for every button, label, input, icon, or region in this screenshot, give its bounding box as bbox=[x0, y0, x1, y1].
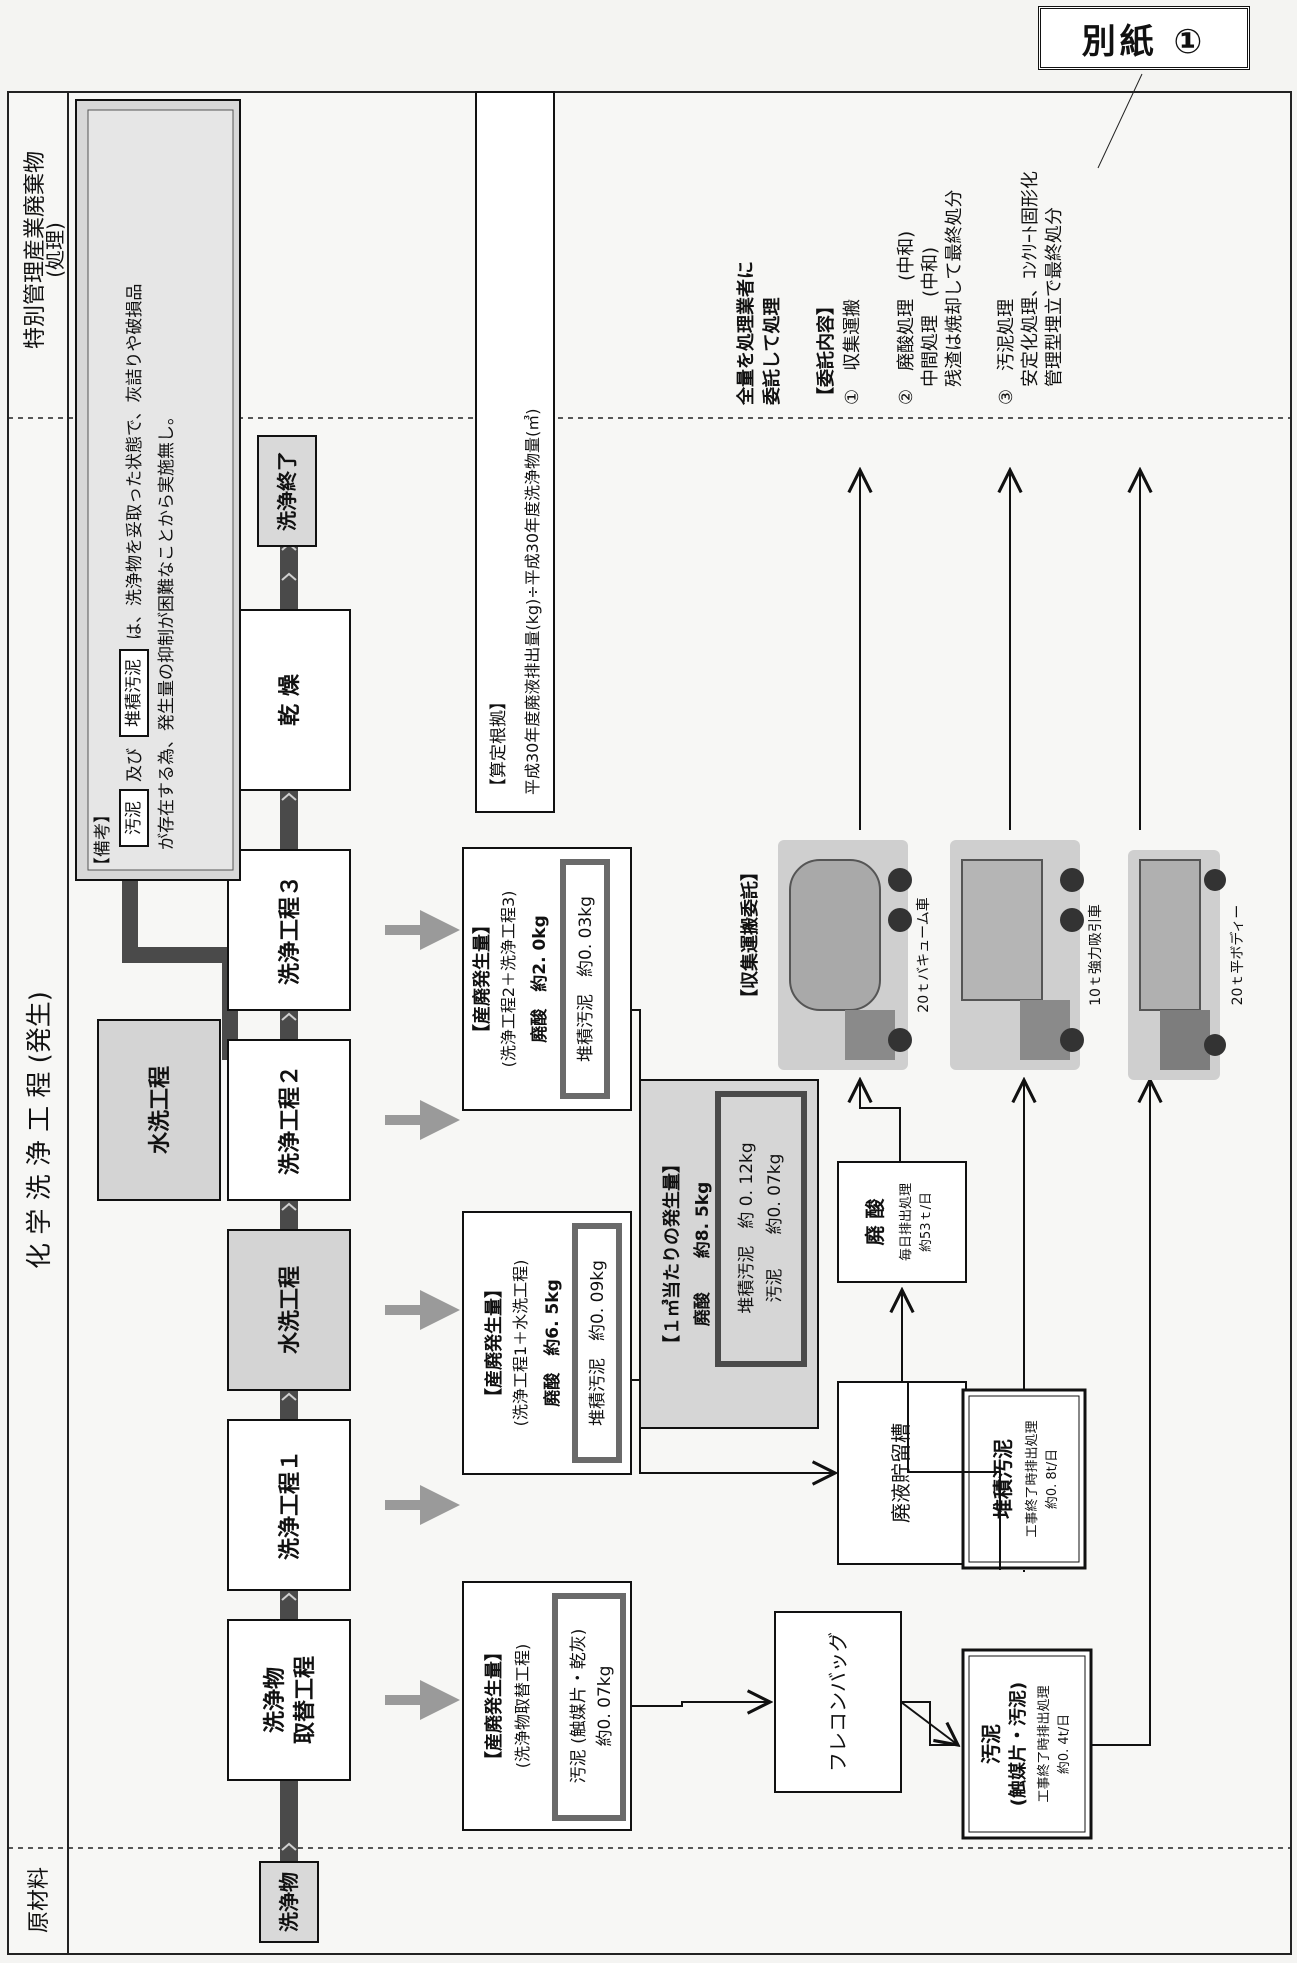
note-line2: が存在する為、発生量の抑制が困難なことから実施無し。 bbox=[157, 408, 177, 850]
step-clean2[interactable] bbox=[227, 1039, 351, 1201]
step-clean1-label: 洗浄工程１ bbox=[277, 1450, 303, 1560]
disposal-l3: 【委託内容】 bbox=[815, 297, 837, 405]
note-tag1-box bbox=[119, 789, 149, 847]
grey-arrows bbox=[385, 910, 460, 1720]
note-title: 【備考】 bbox=[93, 806, 113, 874]
acid-box-sub2: 約53ｔ/日 bbox=[919, 1192, 934, 1252]
basis-box bbox=[475, 91, 555, 813]
sludge-box-title1: 汚泥 bbox=[979, 1724, 1003, 1764]
per-m3-sludge2: 汚泥 約0. 07kg bbox=[765, 1154, 785, 1303]
step-end bbox=[257, 435, 317, 547]
waste-box-a-line1: 汚泥 (触媒片・乾灰) bbox=[569, 1629, 589, 1784]
basis-formula: 平成30年度廃液排出量(kg)÷平成30年度洗浄物量(㎥) bbox=[523, 408, 542, 795]
sludge-box bbox=[961, 1648, 1093, 1840]
per-m3-title: 【１㎥当たりの発生量】 bbox=[661, 1155, 683, 1353]
disposal-l4: ① 収集運搬 bbox=[842, 299, 863, 405]
note-tag2-box bbox=[119, 649, 149, 737]
step-water2-label: 水洗工程 bbox=[148, 1066, 173, 1154]
step-clean1[interactable] bbox=[227, 1419, 351, 1591]
note-inner bbox=[87, 109, 234, 871]
flexible-bag-box bbox=[774, 1611, 902, 1793]
acid-box bbox=[837, 1161, 967, 1283]
flow-lines bbox=[631, 470, 1150, 1745]
truck-suction-label: 10ｔ強力吸引車 bbox=[1087, 904, 1104, 1006]
step-dry[interactable] bbox=[227, 609, 351, 791]
header-raw-material: 原材料 bbox=[27, 1867, 52, 1933]
waste-box-a-inner bbox=[552, 1593, 626, 1821]
truck-flatbed-icon bbox=[1128, 850, 1226, 1080]
note-tag2: 堆積汚泥 bbox=[124, 659, 144, 727]
sludge-box-title2: (触媒片・汚泥) bbox=[1007, 1682, 1029, 1806]
waste-box-b-acid: 廃酸 約6. 5kg bbox=[542, 1279, 563, 1407]
flexible-bag-label: フレコンバッグ bbox=[826, 1632, 850, 1772]
header-disposal-sub: (処理) bbox=[43, 222, 67, 278]
disposal-l9: 安定化処理、ｺﾝｸﾘｰﾄ固形化 bbox=[1020, 171, 1041, 405]
attachment-label: 別紙 ① bbox=[1038, 6, 1250, 70]
step-object-label: 洗浄物 bbox=[277, 1872, 301, 1932]
step-replace-label-1: 洗浄物 bbox=[262, 1667, 288, 1733]
disposal-l2: 委託して処理 bbox=[761, 298, 783, 406]
truck-vacuum-icon bbox=[778, 840, 912, 1070]
step-object bbox=[259, 1861, 319, 1943]
disposal-text: 全量を処理業者に 委託して処理 【委託内容】 ① 収集運搬 ② 廃酸処理 (中和… bbox=[735, 171, 1065, 406]
waste-box-c-title: 【産廃発生量】 bbox=[471, 916, 493, 1042]
per-m3-sludge1: 堆積汚泥 約 0. 12kg bbox=[737, 1142, 757, 1313]
per-m3-acid: 廃酸 約8. 5kg bbox=[692, 1182, 713, 1327]
disposal-l8: ③ 汚泥処理 bbox=[996, 299, 1017, 405]
waste-box-c-sub: (洗浄工程2＋洗浄工程3) bbox=[499, 891, 518, 1068]
step-replace-label-2: 取替工程 bbox=[293, 1656, 318, 1744]
waste-box-a-title: 【産廃発生量】 bbox=[483, 1643, 505, 1769]
waste-box-c-acid: 廃酸 約2. 0kg bbox=[529, 915, 550, 1043]
header-process-title: 化 学 洗 浄 工 程 (発生) bbox=[25, 991, 55, 1269]
step-clean2-label: 洗浄工程２ bbox=[277, 1065, 303, 1175]
step-water1-label: 水洗工程 bbox=[278, 1266, 303, 1354]
waste-box-c-inner bbox=[560, 859, 610, 1099]
sludge-box-sub2: 約0. 4t/日 bbox=[1057, 1714, 1072, 1774]
note-line1-and: 及び bbox=[125, 748, 145, 782]
disposal-l10: 管理型埋立で最終処分 bbox=[1044, 207, 1065, 405]
disposal-l7: 残渣は焼却して最終処分 bbox=[944, 190, 965, 405]
sediment-box-inner bbox=[968, 1395, 1080, 1563]
sediment-box-sub1: 工事終了時排出処理 bbox=[1024, 1420, 1040, 1537]
step-dry-label: 乾 燥 bbox=[277, 673, 303, 726]
step-end-label: 洗浄終了 bbox=[275, 451, 299, 531]
per-m3-inner bbox=[715, 1091, 807, 1367]
transport-title: 【収集運搬委託】 bbox=[739, 863, 761, 1007]
sludge-box-sub1: 工事終了時排出処理 bbox=[1036, 1685, 1052, 1802]
disposal-l6: 中間処理 (中和) bbox=[920, 247, 941, 405]
waste-box-c-sludge: 堆積汚泥 約0. 03kg bbox=[576, 896, 596, 1062]
acid-box-sub1: 毎日排出処理 bbox=[898, 1183, 914, 1261]
truck-vacuum-label: 20ｔバキューム車 bbox=[915, 897, 932, 1012]
waste-box-a-sub: (洗浄物取替工程) bbox=[513, 1644, 532, 1769]
waste-box-b-sludge: 堆積汚泥 約0. 09kg bbox=[588, 1260, 608, 1426]
header-disposal-title: 特別管理産業廃棄物 bbox=[23, 151, 48, 349]
disposal-l5: ② 廃酸処理 (中和) bbox=[896, 231, 917, 405]
waste-box-b-sub: (洗浄工程1＋水洗工程) bbox=[511, 1260, 530, 1427]
step-water1[interactable] bbox=[227, 1229, 351, 1391]
step-water2[interactable] bbox=[97, 1019, 221, 1201]
step-replace[interactable] bbox=[227, 1619, 351, 1781]
waste-box-b-inner bbox=[572, 1223, 622, 1463]
step-clean3-label: 洗浄工程３ bbox=[277, 875, 303, 985]
truck-suction-icon bbox=[950, 840, 1084, 1070]
sediment-box bbox=[961, 1388, 1087, 1570]
waste-box-a-line2: 約0. 07kg bbox=[595, 1666, 615, 1747]
waste-box-b-title: 【産廃発生量】 bbox=[483, 1280, 505, 1406]
disposal-l1: 全量を処理業者に bbox=[735, 261, 757, 406]
truck-flatbed-label: 20ｔ平ボディー bbox=[1229, 905, 1246, 1006]
step-clean3[interactable] bbox=[227, 849, 351, 1011]
sediment-box-sub2: 約0. 8t/日 bbox=[1045, 1449, 1060, 1509]
note-line1-rest: は、洗浄物を妥取った状態で、灰詰りや破損品 bbox=[125, 284, 145, 640]
sediment-box-title: 堆積汚泥 bbox=[991, 1439, 1015, 1519]
basis-title: 【算定根拠】 bbox=[489, 693, 509, 795]
acid-box-title: 廃 酸 bbox=[863, 1198, 887, 1246]
note-tag1: 汚泥 bbox=[124, 801, 144, 835]
attachment-leader bbox=[1097, 73, 1143, 169]
sludge-box-inner bbox=[968, 1655, 1086, 1833]
